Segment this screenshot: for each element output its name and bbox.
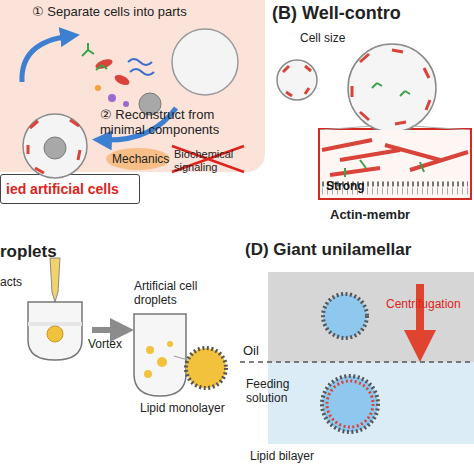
oil-level	[28, 322, 82, 326]
figure-label: Lipid monolayer	[140, 402, 225, 416]
feeding-phase	[268, 362, 474, 444]
figure-label: Feeding solution	[246, 378, 308, 406]
actin-branch	[372, 83, 410, 96]
tube	[28, 302, 82, 360]
node-text: Strong	[326, 180, 365, 194]
node-text: ② Reconstruct from minimal components	[100, 108, 260, 138]
tube	[134, 314, 186, 396]
figure-label: Lipid bilayer	[250, 450, 314, 464]
large-artificial-cell	[348, 44, 436, 132]
droplet-zoom	[186, 348, 226, 388]
droplet	[157, 357, 167, 367]
extract-droplet	[47, 326, 63, 342]
droplet	[323, 294, 367, 338]
figure-label: Artificial cell droplets	[134, 280, 216, 308]
droplet	[144, 370, 152, 378]
figure-label: roplets	[0, 242, 57, 262]
figure-label: Cell size	[300, 32, 345, 46]
actin-filament	[283, 66, 311, 96]
actin-filament	[352, 50, 430, 124]
vortex-arrow	[92, 327, 122, 333]
node-text: Actin-membr	[330, 208, 410, 223]
droplet	[146, 346, 154, 354]
figure-label: (B) Well-contro	[272, 3, 401, 24]
figure-label: Mechanics	[112, 153, 169, 167]
figure-label: Vortex	[88, 338, 122, 352]
figure-label: Centrifugation	[386, 298, 461, 312]
figure-label: acts	[0, 276, 22, 290]
zoom-line	[174, 356, 188, 360]
figure-label: Biochemical signaling	[174, 148, 250, 173]
node-text: ied artificial cells	[6, 181, 119, 197]
droplet	[167, 341, 173, 347]
figure-label: Oil	[243, 344, 259, 359]
node-text: ① Separate cells into parts	[32, 5, 187, 20]
vesicle-outer	[322, 376, 378, 432]
vesicle-inner	[327, 381, 373, 427]
oil-phase	[268, 272, 474, 362]
title-box: ied artificial cells	[0, 174, 140, 204]
panel-region: ① Separate cells into parts ② Reconstruct…	[0, 0, 265, 172]
inset-box: StrongActin-membr	[318, 128, 472, 200]
interface-line	[240, 361, 474, 363]
pipette	[50, 258, 60, 302]
small-artificial-cell	[277, 60, 317, 100]
centrifugation-arrow	[416, 284, 424, 346]
figure-label: (D) Giant unilamellar	[245, 240, 411, 260]
